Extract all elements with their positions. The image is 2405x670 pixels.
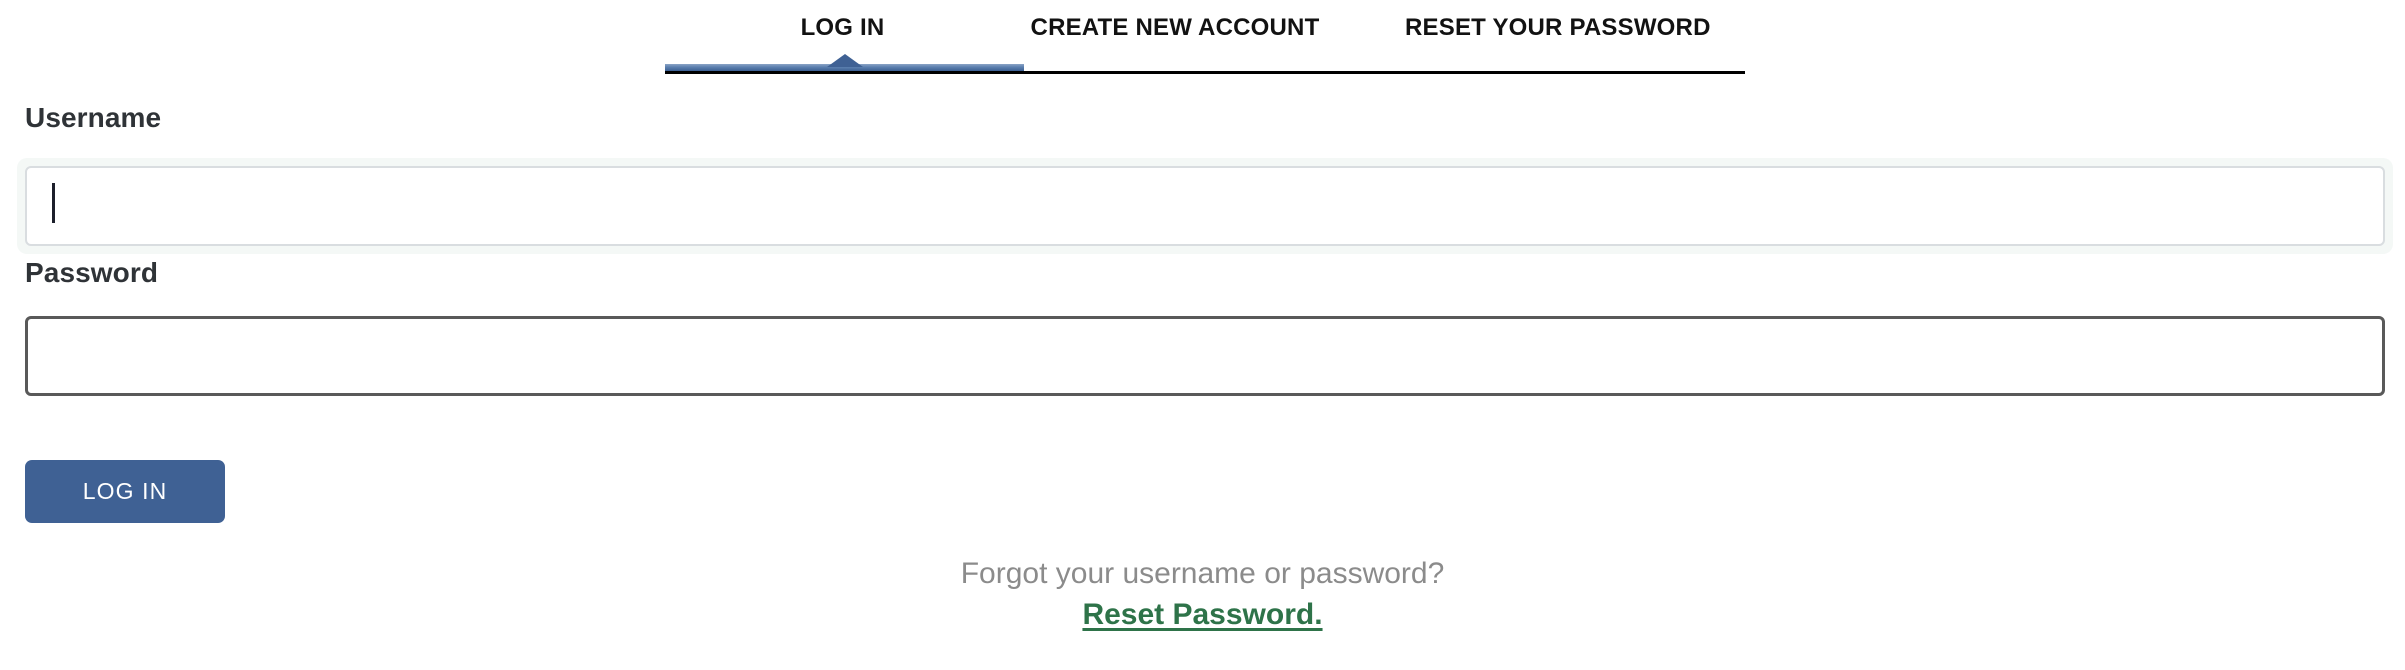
- active-tab-underline: [665, 64, 1024, 71]
- username-field-wrapper: [17, 158, 2393, 254]
- reset-password-link[interactable]: Reset Password.: [1082, 598, 1323, 632]
- tab-create-new-account[interactable]: CREATE NEW ACCOUNT: [1030, 14, 1320, 41]
- text-caret: [52, 183, 55, 223]
- tab-list: LOG IN CREATE NEW ACCOUNT RESET YOUR PAS…: [665, 8, 1745, 54]
- tab-reset-your-password[interactable]: RESET YOUR PASSWORD: [1405, 14, 1711, 41]
- auth-footer: Forgot your username or password? Reset …: [0, 557, 2405, 632]
- password-label: Password: [25, 257, 159, 288]
- forgot-credentials-text: Forgot your username or password?: [960, 557, 1445, 590]
- username-label: Username: [25, 102, 162, 133]
- active-tab-pointer-icon: [827, 54, 863, 67]
- tab-bar-rule: [665, 71, 1745, 74]
- username-input[interactable]: [25, 166, 2385, 246]
- tab-log-in[interactable]: LOG IN: [800, 14, 885, 41]
- password-input[interactable]: [25, 316, 2385, 396]
- password-field-wrapper: [25, 316, 2385, 396]
- auth-tab-bar: LOG IN CREATE NEW ACCOUNT RESET YOUR PAS…: [0, 0, 2405, 80]
- log-in-button[interactable]: LOG IN: [25, 460, 225, 523]
